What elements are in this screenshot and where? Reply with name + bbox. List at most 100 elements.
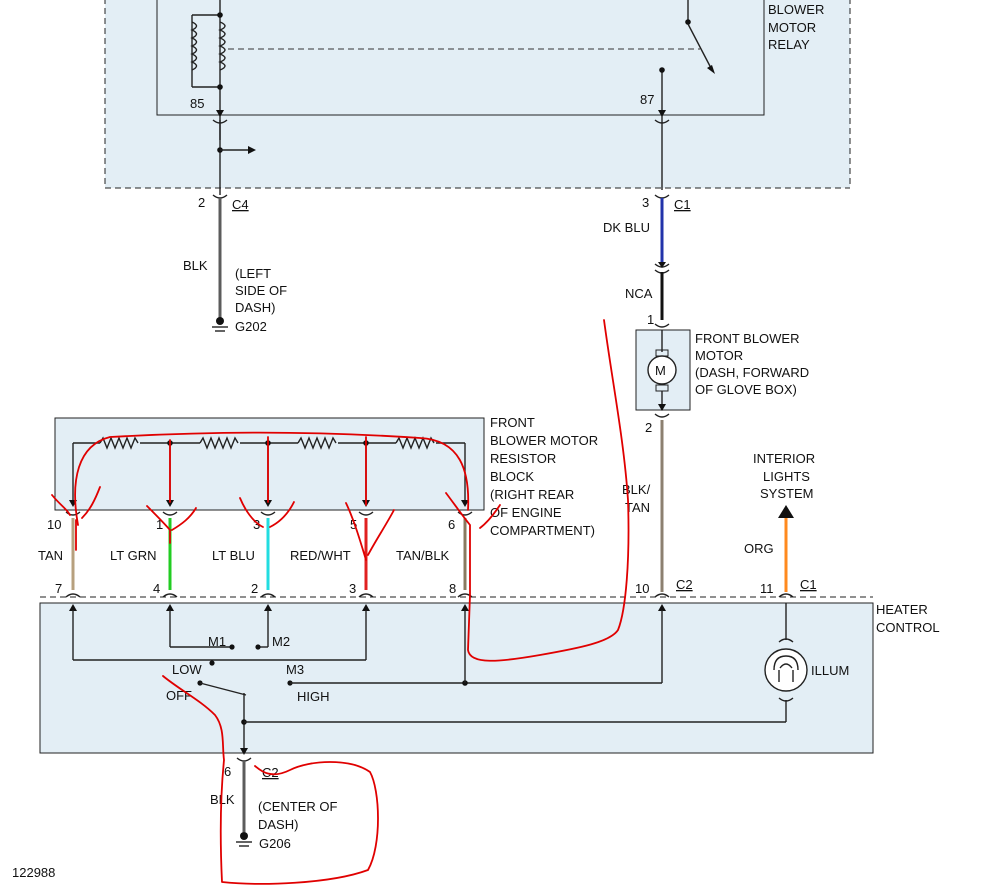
switch-off: OFF	[166, 688, 192, 703]
relay-label-3: RELAY	[768, 37, 810, 52]
hc-pin-4: 4	[153, 581, 160, 596]
diagram-id: 122988	[12, 865, 55, 880]
blk-tan-label-2: TAN	[625, 500, 650, 515]
resistor-label-7: COMPARTMENT)	[490, 523, 595, 538]
resistor-label-2: BLOWER MOTOR	[490, 433, 598, 448]
speed-wires: TAN LT GRN LT BLU RED/WHT TAN/BLK 7 4 2 …	[38, 518, 467, 596]
resistor-label-5: (RIGHT REAR	[490, 487, 574, 502]
ground-icon	[216, 317, 224, 325]
motor-symbol: M	[655, 363, 666, 378]
red-mark-pin-1	[146, 505, 197, 544]
g202-location-1: (LEFT	[235, 266, 271, 281]
red-markup	[51, 319, 630, 885]
red-mark-pin-3	[239, 497, 295, 528]
interior-lights-label-2: LIGHTS	[763, 469, 810, 484]
heater-control-label-1: HEATER	[876, 602, 928, 617]
interior-lights-label-1: INTERIOR	[753, 451, 815, 466]
resistor-pin-6: 6	[448, 517, 455, 532]
arrow-up-icon	[778, 505, 794, 518]
g202-id: G202	[235, 319, 267, 334]
dk-blu-wire-label: DK BLU	[603, 220, 650, 235]
motor-label-4: OF GLOVE BOX)	[695, 382, 797, 397]
motor-icon	[647, 355, 677, 385]
interior-pin-11: 11	[760, 581, 774, 596]
g202-location-3: DASH)	[235, 300, 275, 315]
g202-wire-color: BLK	[183, 258, 208, 273]
illumination-bulb-icon	[764, 648, 808, 692]
heater-control-label-2: CONTROL	[876, 620, 940, 635]
hc-pin-8: 8	[449, 581, 456, 596]
g206-wire-color: BLK	[210, 792, 235, 807]
relay-right-conn: C1	[674, 197, 691, 212]
resistor-icon	[297, 436, 337, 450]
switch-m3: M3	[286, 662, 304, 677]
g206-location-2: DASH)	[258, 817, 298, 832]
g206-conn: C2	[262, 765, 279, 780]
red-wht-wire-label: RED/WHT	[290, 548, 351, 563]
resistor-label-1: FRONT	[490, 415, 535, 430]
hc-pin-3: 3	[349, 581, 356, 596]
hc-conn-c2: C2	[676, 577, 693, 592]
relay-label-2: MOTOR	[768, 20, 816, 35]
red-mark-pin-10	[51, 486, 101, 551]
blower-motor-relay: 85 87 BLOWER MOTOR RELAY 2 C4 3 C1	[104, 0, 851, 212]
tan-blk-wire-label: TAN/BLK	[396, 548, 450, 563]
g202-location-2: SIDE OF	[235, 283, 287, 298]
relay-left-conn: C4	[232, 197, 249, 212]
relay-pin-85: 85	[190, 96, 204, 111]
red-trace-resistor-path	[74, 431, 470, 526]
hc-pin-2: 2	[251, 581, 258, 596]
red-trace-resistor-taps	[169, 436, 367, 506]
switch-m2: M2	[272, 634, 290, 649]
ground-icon	[240, 832, 248, 840]
relay-left-pin: 2	[198, 195, 205, 210]
g206-location-1: (CENTER OF	[258, 799, 338, 814]
lt-grn-wire-label: LT GRN	[110, 548, 156, 563]
hc-pin-10: 10	[635, 581, 649, 596]
motor-label-2: MOTOR	[695, 348, 743, 363]
motor-pin-1: 1	[647, 312, 654, 327]
resistor-icon	[199, 436, 239, 450]
resistor-icon	[99, 436, 139, 450]
relay-right-pin: 3	[642, 195, 649, 210]
motor-label-1: FRONT BLOWER	[695, 331, 800, 346]
resistor-pin-3: 3	[253, 517, 260, 532]
interior-conn-c1: C1	[800, 577, 817, 592]
illum-label: ILLUM	[811, 663, 849, 678]
relay-contact-icon	[687, 23, 713, 71]
ground-g206: 6 C2 BLK (CENTER OF DASH) G206	[210, 748, 338, 851]
interior-lights-label-3: SYSTEM	[760, 486, 813, 501]
hc-pin-7: 7	[55, 581, 62, 596]
relay-coil-icon	[218, 21, 226, 71]
fan-switch-icon	[199, 682, 247, 696]
relay-resistor-icon	[190, 21, 198, 71]
switch-m1: M1	[208, 634, 226, 649]
nca-wire-label: NCA	[625, 286, 653, 301]
red-trace-blower-return	[445, 319, 630, 662]
resistor-pin-10: 10	[47, 517, 61, 532]
ground-g202: BLK (LEFT SIDE OF DASH) G202	[183, 198, 287, 334]
motor-pin-2: 2	[645, 420, 652, 435]
resistor-label-4: BLOCK	[490, 469, 534, 484]
switch-low: LOW	[172, 662, 202, 677]
interior-lights-system: INTERIOR LIGHTS SYSTEM ORG 11 C1	[744, 451, 817, 596]
org-wire-label: ORG	[744, 541, 774, 556]
red-mark-pin-5	[345, 502, 395, 561]
g206-id: G206	[259, 836, 291, 851]
relay-pin-87: 87	[640, 92, 654, 107]
motor-label-3: (DASH, FORWARD	[695, 365, 809, 380]
tan-wire-label: TAN	[38, 548, 63, 563]
switch-high: HIGH	[297, 689, 330, 704]
blk-tan-label-1: BLK/	[622, 482, 651, 497]
relay-housing	[105, 0, 850, 188]
resistor-label-3: RESISTOR	[490, 451, 556, 466]
g206-pin: 6	[224, 764, 231, 779]
resistor-label-6: OF ENGINE	[490, 505, 562, 520]
heater-control: 10 C2 HEATER CONTROL M1 M2 LOW M3 OFF HI…	[39, 577, 940, 754]
front-blower-motor: DK BLU NCA 1 M 2 FRONT BLOWER MOTOR (DAS…	[603, 198, 809, 592]
relay-label-1: BLOWER	[768, 2, 824, 17]
lt-blu-wire-label: LT BLU	[212, 548, 255, 563]
red-circle-g206	[162, 675, 379, 885]
